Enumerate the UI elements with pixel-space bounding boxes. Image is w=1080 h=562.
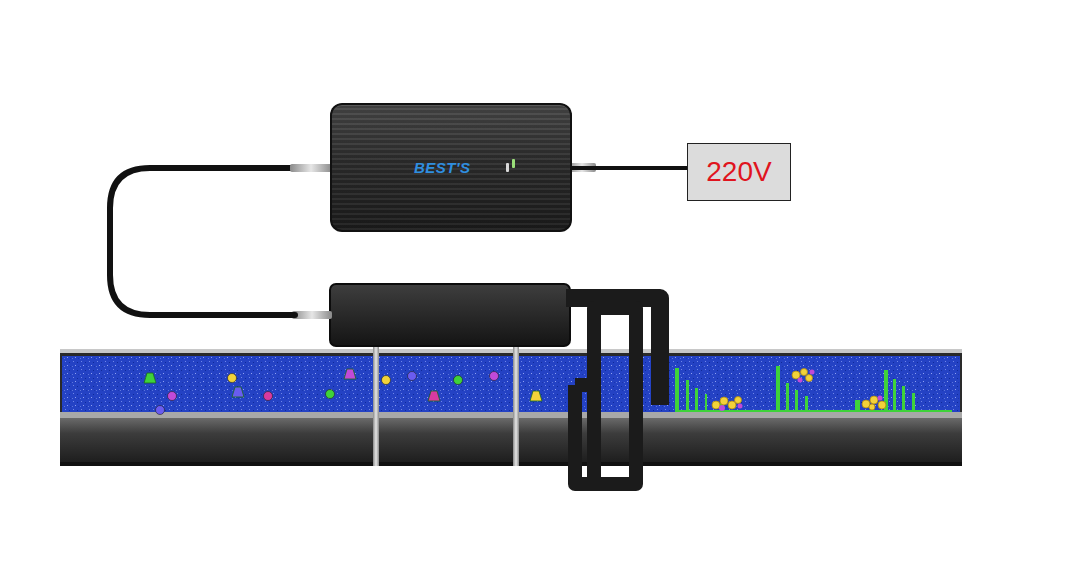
microbe: [344, 369, 356, 379]
connector-plug: [568, 163, 596, 172]
scale-deposit: [675, 366, 952, 412]
signal-cable: [110, 168, 295, 315]
power-cable: [572, 166, 687, 170]
microbe: [490, 372, 499, 381]
strap: [373, 344, 379, 466]
microbe: [232, 387, 244, 397]
controller-box: BEST'S: [330, 103, 572, 232]
pipe-clamp: [566, 298, 660, 484]
microbe: [156, 406, 165, 415]
microbe: [454, 376, 463, 385]
led-indicator: [506, 163, 509, 172]
pipe-lower: [60, 418, 962, 462]
power-box: 220V: [687, 143, 791, 201]
microbe: [168, 392, 177, 401]
scale-particles: [712, 369, 886, 411]
connector-plug: [290, 164, 332, 172]
pipe-wall: [60, 349, 962, 466]
water-flow: [62, 356, 960, 412]
pipe-inner-edge: [60, 412, 962, 418]
microbe: [264, 392, 273, 401]
voltage-label: 220V: [706, 156, 771, 188]
pipe-highlight: [60, 349, 962, 353]
pipe-bottom-lip: [60, 462, 962, 466]
microbe: [382, 376, 391, 385]
microbe: [144, 373, 156, 383]
microbe: [326, 390, 335, 399]
microbe: [428, 391, 440, 401]
transducer: [330, 284, 570, 346]
microbe: [530, 391, 542, 401]
microbe: [228, 374, 237, 383]
led-indicator: [512, 159, 515, 168]
brand-logo: BEST'S: [414, 159, 471, 176]
microbes: [144, 369, 542, 415]
scale-particles-purple: [719, 370, 883, 412]
strap: [513, 344, 519, 466]
microbe: [408, 372, 417, 381]
